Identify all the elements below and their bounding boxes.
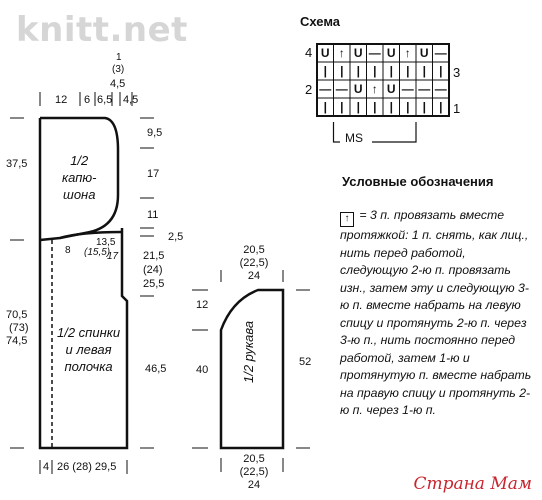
corner-watermark: Страна Мам: [413, 474, 532, 494]
body-outline: [38, 116, 129, 450]
repeat-label: MS: [345, 131, 363, 145]
row-number-1: 1: [453, 101, 461, 116]
scheme-cell: ↑: [338, 46, 345, 60]
scheme-cell: —: [335, 82, 348, 96]
dim-right-3: 11: [147, 209, 159, 221]
scheme-cell: |: [439, 64, 443, 78]
dim-left-1: 37,5: [6, 158, 28, 170]
dim-bottom-2: 26 (28) 29,5: [57, 461, 117, 473]
body-label: 1/2 спинки и левая полочка: [57, 325, 121, 374]
sleeve-left-2: 40: [196, 364, 209, 376]
scheme-cell: |: [323, 64, 327, 78]
scheme-cell: ↑: [371, 82, 378, 96]
dim-top-stack-1: 1: [116, 52, 122, 63]
dim-neck-0: 8: [65, 245, 71, 256]
legend-body: ↑ = 3 п. провязать вместе протяжкой: 1 п…: [340, 207, 532, 420]
scheme-cell: —: [434, 82, 447, 96]
dim-right-8: 46,5: [145, 363, 167, 375]
scheme-cell: U: [320, 46, 330, 60]
scheme-cell: |: [406, 64, 410, 78]
scheme-cell: U: [419, 46, 429, 60]
legend-title: Условные обозначения: [342, 174, 494, 189]
dim-left-2: 70,5: [6, 309, 28, 321]
scheme-cell: |: [422, 100, 426, 114]
dim-right-7: 25,5: [143, 278, 165, 290]
dim-top-e: 4,5: [123, 94, 139, 106]
dim-top-c: 6,5: [97, 94, 113, 106]
sleeve-top-1: 20,5: [243, 244, 265, 256]
scheme-grid: [316, 43, 450, 143]
dim-right-6: (24): [143, 264, 163, 276]
row-number-3: 3: [453, 65, 461, 80]
dim-top-b: 6: [84, 94, 91, 106]
dim-neck-1: 13,5: [96, 237, 116, 248]
scheme-cell: —: [368, 46, 381, 60]
sleeve-right-dim: 52: [299, 356, 312, 368]
dim-top-d: 4,5: [110, 78, 126, 90]
scheme-cell: |: [356, 64, 360, 78]
scheme-cell: —: [418, 82, 431, 96]
arrow-up-icon: ↑: [340, 212, 354, 227]
legend-description: = 3 п. провязать вместе протяжкой: 1 п. …: [340, 208, 532, 417]
scheme-cell: |: [439, 100, 443, 114]
sleeve-label: 1/2 рукава: [241, 320, 256, 383]
scheme-cell: —: [401, 82, 414, 96]
watermark: knitt.net: [16, 10, 188, 50]
hood-label: 1/2 капю- шона: [62, 153, 97, 202]
sleeve-top-2: (22,5): [239, 257, 269, 269]
dim-left-4: 74,5: [6, 335, 28, 347]
scheme-cell: |: [406, 100, 410, 114]
dim-right-5: 21,5: [143, 250, 165, 262]
dim-bottom-1: 4: [43, 461, 50, 473]
scheme-title: Схема: [300, 14, 341, 29]
dim-neck-2: (15,5): [84, 247, 111, 258]
dim-right-4: 2,5: [168, 231, 184, 243]
scheme-cell: U: [353, 82, 363, 96]
scheme-cell: U: [353, 46, 363, 60]
dim-right-2: 17: [147, 168, 160, 180]
sleeve-bottom-1: 20,5: [243, 453, 265, 465]
scheme-cell: |: [323, 100, 327, 114]
scheme-cell: —: [319, 82, 332, 96]
scheme-cell: U: [386, 82, 396, 96]
scheme-cell: U: [386, 46, 396, 60]
sleeve-left-1: 12: [196, 299, 209, 311]
scheme-cell: |: [389, 64, 393, 78]
scheme-cell: |: [389, 100, 393, 114]
scheme-cell: |: [373, 100, 377, 114]
dim-left-3: (73): [9, 322, 29, 334]
dim-top-stack-2: (3): [112, 64, 125, 75]
scheme-cell: |: [356, 100, 360, 114]
sleeve-bottom-2: (22,5): [239, 466, 269, 478]
scheme-cell: |: [373, 64, 377, 78]
scheme-cell: —: [434, 46, 447, 60]
dim-top-a: 12: [55, 94, 68, 106]
sleeve-top-3: 24: [247, 270, 261, 282]
scheme-cell: |: [340, 64, 344, 78]
dim-neck-3: 17: [107, 251, 119, 262]
row-number-4: 4: [305, 45, 313, 60]
scheme-cell: |: [340, 100, 344, 114]
dim-right-1: 9,5: [147, 127, 163, 139]
scheme-cell: |: [422, 64, 426, 78]
sleeve-outline: [219, 288, 285, 450]
row-number-2: 2: [305, 82, 313, 97]
sleeve-bottom-3: 24: [247, 479, 261, 491]
dim-ticks: [10, 92, 310, 474]
scheme-cell: ↑: [404, 46, 411, 60]
